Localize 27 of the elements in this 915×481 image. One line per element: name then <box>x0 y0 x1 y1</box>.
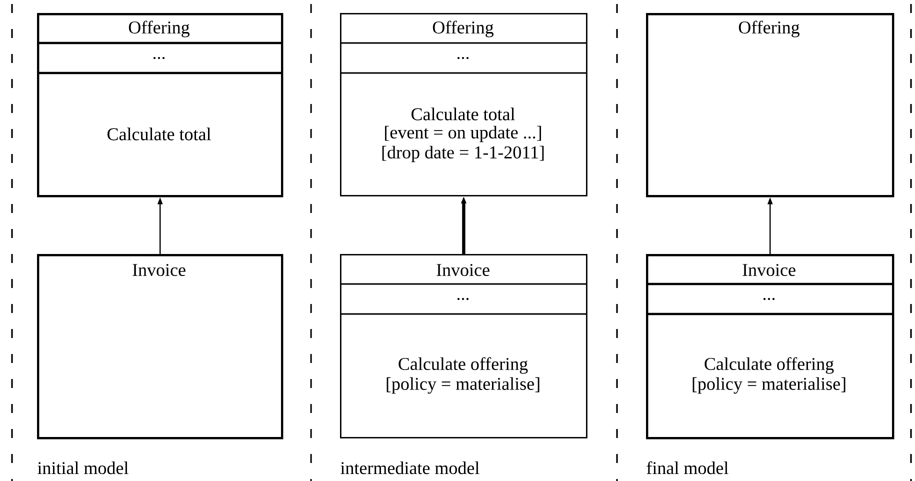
constraint-text: [drop date = 1-1-2011] <box>382 146 544 162</box>
panel-caption: intermediate model <box>340 462 480 474</box>
class-name: Invoice <box>436 264 490 276</box>
operation-text: Calculate total <box>412 108 515 120</box>
class-name: Offering <box>738 20 800 38</box>
attribute-ellipsis: ... <box>457 298 469 300</box>
panel-caption: initial model <box>38 462 128 474</box>
class-box <box>646 13 894 198</box>
panel-caption: final model <box>646 461 728 474</box>
attribute-ellipsis: ... <box>457 56 469 60</box>
operation-text: Calculate offering <box>398 357 528 374</box>
operation-text: Calculate offering <box>704 357 834 374</box>
class-name: Invoice <box>742 264 796 276</box>
class-name: Invoice <box>132 264 186 276</box>
constraint-text: [policy = materialise] <box>386 377 540 394</box>
attribute-ellipsis: ... <box>763 298 775 300</box>
class-name: Offering <box>432 20 494 38</box>
attribute-ellipsis: ... <box>153 56 165 60</box>
operation-text: Calculate total <box>108 128 211 140</box>
class-box <box>37 13 284 198</box>
class-box <box>37 254 284 440</box>
constraint-text: [event = on update ...] <box>385 126 541 142</box>
class-box <box>340 13 588 196</box>
class-box <box>646 254 894 440</box>
constraint-text: [policy = materialise] <box>692 377 846 394</box>
class-name: Offering <box>128 20 190 38</box>
class-box <box>340 254 588 438</box>
